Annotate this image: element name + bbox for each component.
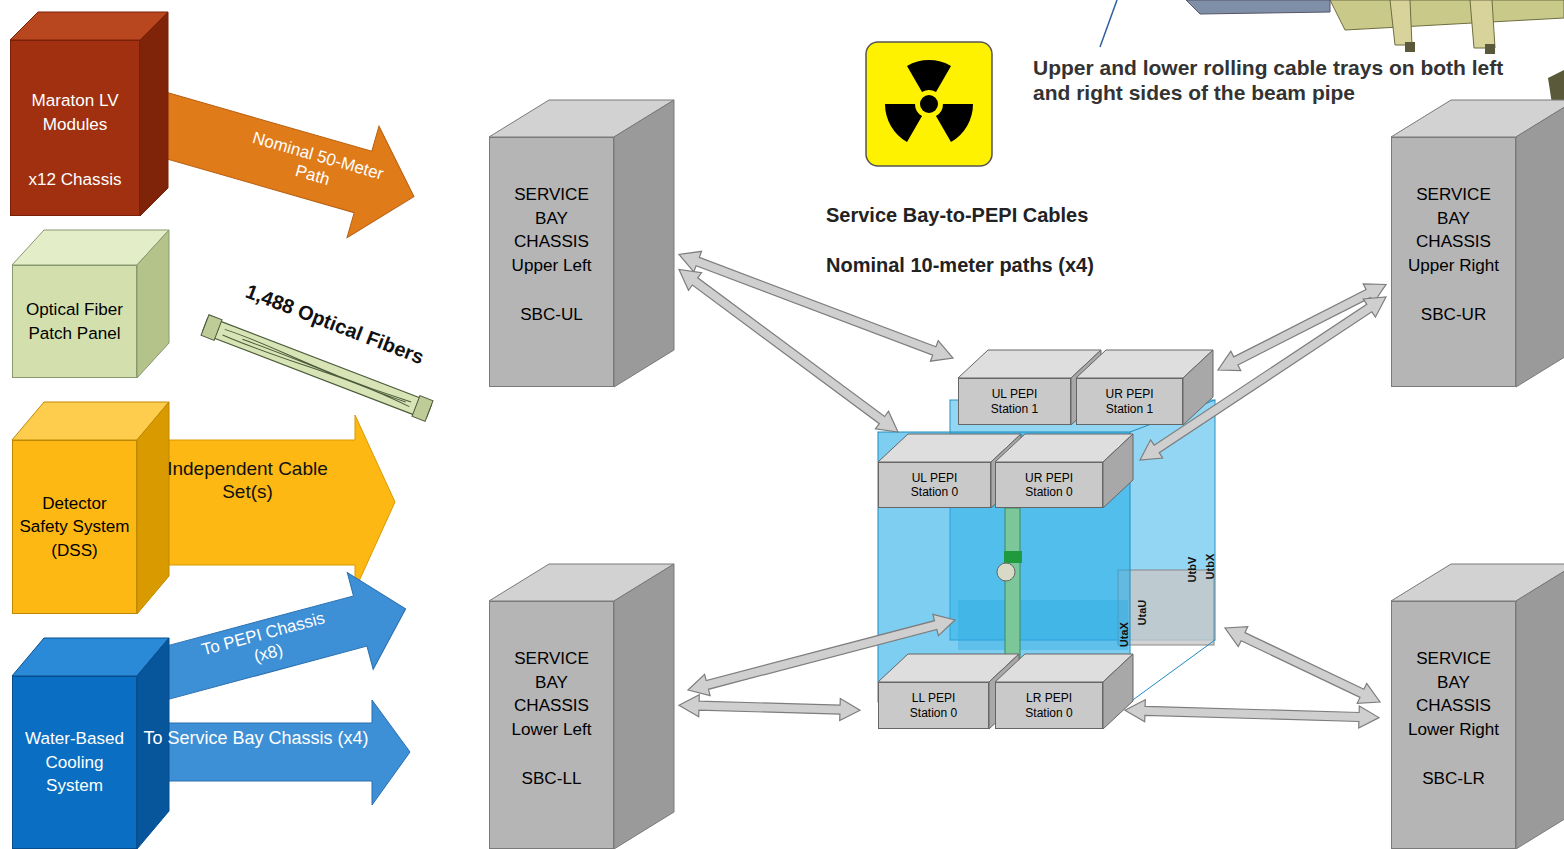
- box-code: x12 Chassis: [22, 168, 127, 192]
- chamber-label: UtaX: [1118, 610, 1131, 660]
- box-face: [614, 100, 674, 387]
- cable-set-arrow: [137, 415, 395, 590]
- pepi-station-box: LL PEPI Station 0: [878, 682, 989, 729]
- arrow-label: Independent Cable Set(s): [140, 458, 355, 504]
- box-label: Water-Based Cooling System: [13, 727, 136, 798]
- box-face: [1516, 564, 1564, 849]
- box-label: SERVICE BAY CHASSIS Upper Left: [490, 183, 613, 277]
- cooling-system-box: Water-Based Cooling System: [12, 676, 137, 849]
- chamber-label: UtbV: [1186, 545, 1199, 595]
- box-label: Maraton LV Modules: [11, 89, 139, 136]
- box-face: [137, 230, 169, 378]
- box-label: SERVICE BAY CHASSIS Lower Right: [1392, 647, 1515, 741]
- chamber-label: UtbX: [1204, 542, 1217, 592]
- box-face: [1516, 100, 1564, 387]
- box-label: SERVICE BAY CHASSIS Upper Right: [1392, 183, 1515, 277]
- chamber-label: UtaU: [1136, 588, 1149, 638]
- box-label: SERVICE BAY CHASSIS Lower Left: [490, 647, 613, 741]
- service-bay-chassis: SERVICE BAY CHASSIS Lower RightSBC-LR: [1391, 601, 1516, 849]
- box-label: Detector Safety System (DSS): [13, 492, 136, 563]
- cable-note: Service Bay-to-PEPI Cables: [826, 203, 1146, 227]
- cable-tray-note: Upper and lower rolling cable trays on b…: [1033, 55, 1538, 105]
- pepi-station-box: UR PEPI Station 1: [1076, 378, 1183, 425]
- cooling-arrow: [137, 700, 410, 805]
- service-bay-chassis: SERVICE BAY CHASSIS Upper LeftSBC-UL: [489, 137, 614, 387]
- box-face: [1103, 434, 1133, 508]
- patch-panel-box: Optical Fiber Patch Panel: [12, 265, 137, 378]
- box-code: SBC-LR: [1416, 767, 1491, 791]
- pepi-station-box: UL PEPI Station 1: [958, 378, 1071, 425]
- box-code: SBC-UR: [1415, 303, 1493, 327]
- box-3d-faces: [13, 266, 138, 379]
- box-code: SBC-UL: [514, 303, 589, 327]
- cable-connector: [679, 695, 860, 721]
- pepi-station-box: LR PEPI Station 0: [995, 682, 1103, 729]
- box-label: LR PEPI Station 0: [1017, 691, 1081, 720]
- box-face: [137, 402, 169, 614]
- box-face: [1183, 350, 1213, 425]
- service-bay-chassis: SERVICE BAY CHASSIS Lower LeftSBC-LL: [489, 601, 614, 849]
- box-face: [1103, 654, 1133, 729]
- radiation-symbol: [866, 42, 992, 166]
- power-supply-box: Maraton LV Modules x12 Chassis: [10, 40, 140, 216]
- box-code: SBC-LL: [516, 767, 588, 791]
- pepi-station-box: UL PEPI Station 0: [878, 462, 991, 508]
- fiber-count-label: 1,488 Optical Fibers: [228, 273, 442, 374]
- box-label: UL PEPI Station 1: [983, 387, 1047, 416]
- safety-system-box: Detector Safety System (DSS): [12, 440, 137, 614]
- service-bay-chassis: SERVICE BAY CHASSIS Upper RightSBC-UR: [1391, 137, 1516, 387]
- cable-arrow: [1225, 627, 1380, 704]
- arrow-label: To Service Bay Chassis (x4): [140, 728, 372, 750]
- optical-fiber-bundle: [201, 315, 433, 422]
- cable-length-note: Nominal 10-meter paths (x4): [826, 253, 1156, 277]
- box-face: [614, 564, 674, 849]
- box-label: UR PEPI Station 0: [1017, 471, 1081, 500]
- cable-connector: [679, 270, 898, 433]
- box-label: UL PEPI Station 0: [903, 471, 967, 500]
- box-label: Optical Fiber Patch Panel: [13, 298, 136, 345]
- box-face: [140, 12, 168, 216]
- cable-path-arrow: [124, 62, 430, 252]
- box-label: LL PEPI Station 0: [902, 691, 966, 720]
- pepi-station-box: UR PEPI Station 0: [995, 462, 1103, 508]
- box-label: UR PEPI Station 1: [1098, 387, 1162, 416]
- cable-connector: [1125, 700, 1379, 728]
